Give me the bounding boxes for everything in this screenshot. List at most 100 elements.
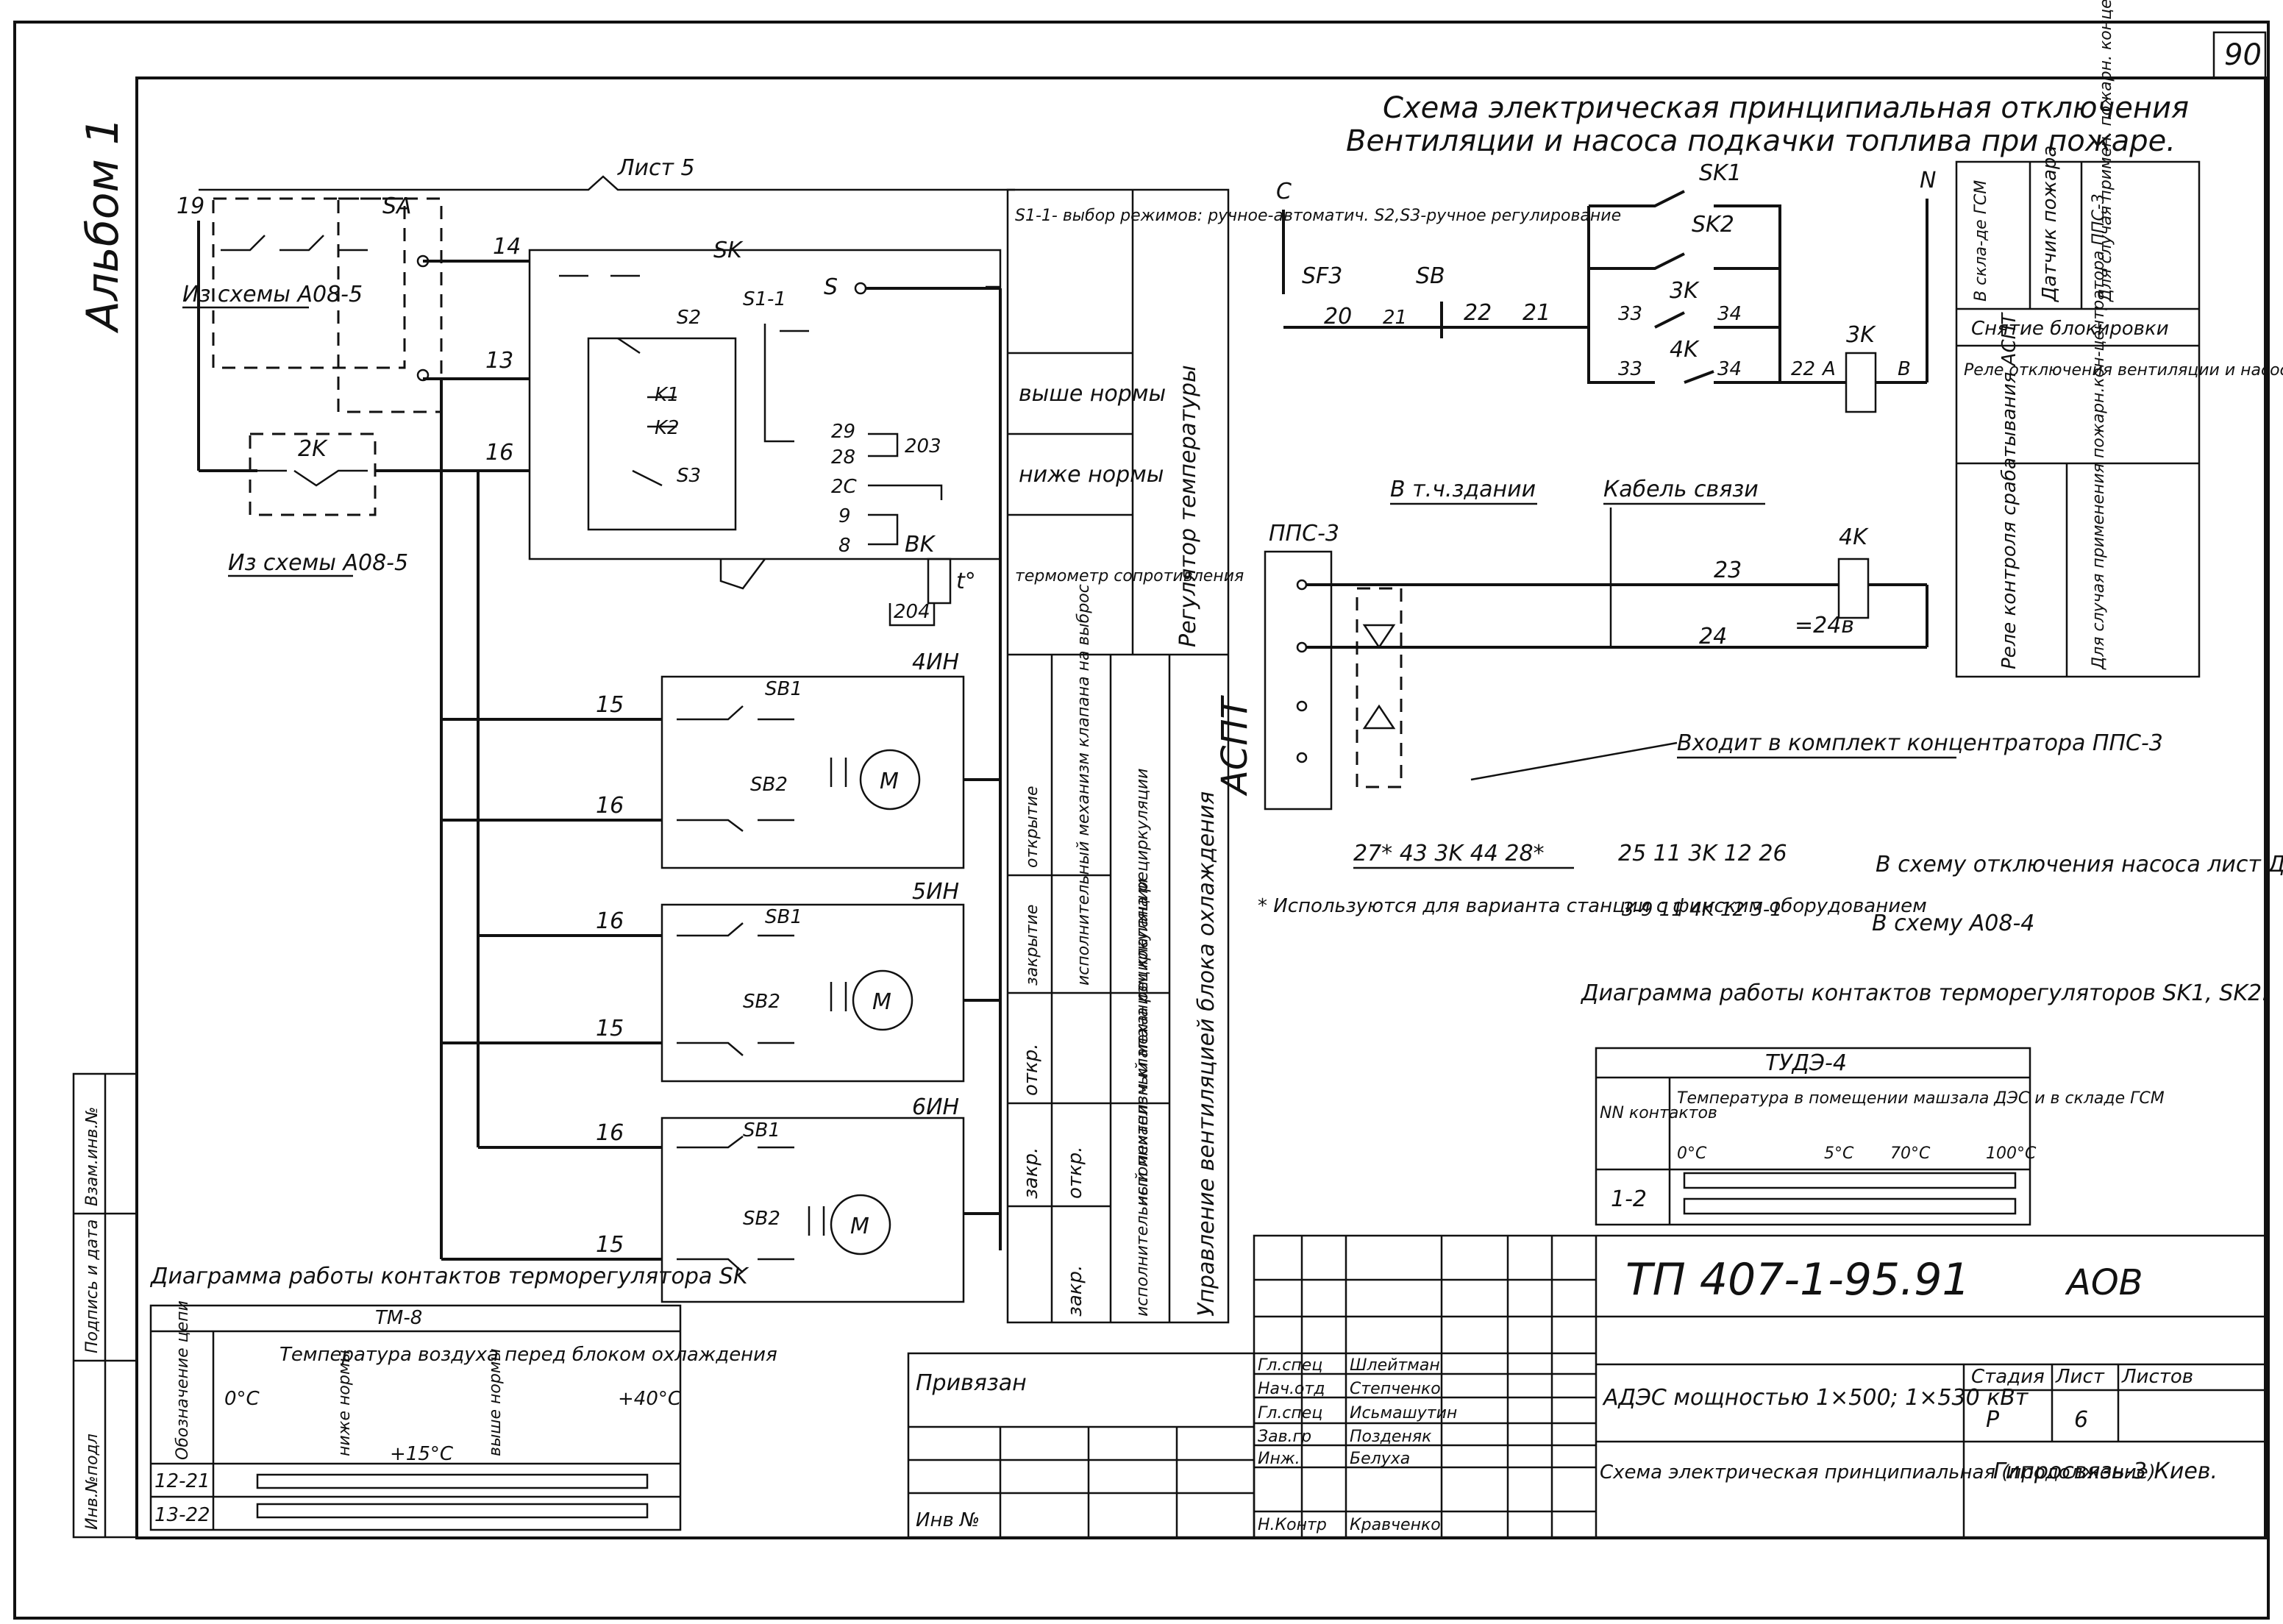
tude-title: Диаграмма работы контактов терморегулято… <box>1580 980 2269 1006</box>
sa-label: SA <box>382 193 412 219</box>
tude-tick-2: 70°С <box>1890 1144 1931 1163</box>
title-line2: Вентиляции и насоса подкачки топлива при… <box>1346 124 2176 158</box>
contact-s3: S3 <box>677 465 701 487</box>
tb-name-5: Кравченко <box>1350 1516 1441 1534</box>
note-line1: 27* 43 3K 44 28* <box>1353 841 1545 866</box>
tb-role-5: Н.Контр <box>1258 1516 1327 1534</box>
diagram-tude: Диаграмма работы контактов терморегулято… <box>1580 980 2269 1226</box>
from-scheme-1: Из схемы А08-5 <box>182 282 363 307</box>
wire-34-b: 34 <box>1717 358 1742 380</box>
wire-15-a: 15 <box>596 692 624 718</box>
tb-role-3: Зав.гр <box>1258 1428 1311 1446</box>
wire-s: S <box>824 274 838 300</box>
wire-16-a: 16 <box>596 793 624 819</box>
title-line1: Схема электрическая принципиальная отклю… <box>1383 91 2189 125</box>
label-voltage: =24в <box>1795 613 1854 638</box>
label-sk2: SK2 <box>1692 212 1734 238</box>
side-aspt: Реле контроля срабатывания АСПТ <box>1998 312 2020 669</box>
side-table: В скла-де ГСМ Датчик пожара Для случая п… <box>1955 0 2283 678</box>
legend-mech1: исполнительный механизм клапана на выбро… <box>1075 584 1093 986</box>
wire-b: B <box>1898 358 1911 380</box>
legend-close1: закрытие <box>1023 905 1041 986</box>
contact-t: t° <box>956 569 976 594</box>
left-schematic: Лист 5 19 SA Из схемы А08-5 14 13 2K 16 … <box>177 155 1015 1303</box>
side-col1: В скла-де ГСМ <box>1972 180 1990 302</box>
tm-tick-0: 0°С <box>224 1388 260 1410</box>
legend-below: ниже нормы <box>1019 462 1164 488</box>
wire-a: A <box>1821 358 1836 380</box>
wire-16-b: 16 <box>596 908 624 934</box>
sb2-label-2: SB2 <box>743 991 780 1013</box>
tb-sheets-h: Листов <box>2121 1366 2193 1388</box>
sk-label: SK <box>713 238 744 263</box>
tude-model: ТУДЭ-4 <box>1765 1050 1847 1076</box>
tb-role-2: Гл.спец <box>1258 1404 1322 1422</box>
legend-open3: откр. <box>1064 1146 1086 1199</box>
tb-inv: Инв № <box>916 1509 980 1531</box>
contact-k2: K2 <box>655 417 680 439</box>
stamp-inv: Инв.№подл <box>83 1434 101 1530</box>
legend-s1: S1-1- выбор режимов: ручное-автоматич. S… <box>1015 207 1621 225</box>
wire-203: 203 <box>905 435 941 457</box>
tb-privyazan: Привязан <box>916 1370 1027 1396</box>
tb-stage-h: Стадия <box>1971 1366 2045 1388</box>
wire-33-a: 33 <box>1618 303 1642 325</box>
wire-15-b: 15 <box>596 1016 624 1041</box>
wire-28: 28 <box>831 446 855 469</box>
contact-bk: BK <box>905 532 936 558</box>
legend-mech2: исполнительный механизм клапана рециркул… <box>1133 769 1152 1206</box>
label-4k-a: 4K <box>1670 337 1700 363</box>
note-text: * Используются для варианта станции с фи… <box>1258 895 1927 917</box>
wire-13: 13 <box>485 348 513 374</box>
sb2-label-1: SB2 <box>750 774 788 796</box>
tb-stage: Р <box>1986 1407 2000 1433</box>
wire-21-a: 21 <box>1383 307 1407 329</box>
motor-block-3: 6ИН SB1 SB2 M <box>660 1094 965 1303</box>
wire-22-a: 22 <box>1464 300 1492 326</box>
motor-label-1: 4ИН <box>912 649 959 675</box>
tb-sheet-h: Лист <box>2055 1366 2105 1388</box>
motor-m-2: M <box>872 989 891 1015</box>
side-col2: Датчик пожара <box>2039 146 2061 302</box>
stamp-sign: Подпись и дата <box>83 1219 101 1353</box>
legend-open2: откр. <box>1020 1043 1042 1096</box>
note-line3: 3-9 11 4K 12 3-1 <box>1622 899 1782 921</box>
tude-tick-0: 0°С <box>1677 1144 1707 1163</box>
tm-row-1: 12-21 <box>154 1470 210 1492</box>
tb-name-4: Белуха <box>1350 1450 1410 1468</box>
wire-19: 19 <box>177 193 204 219</box>
title-block: Привязан Инв № Гл.спец Нач.отд Гл.спец З… <box>907 1234 2267 1539</box>
label-pps: ППС-3 <box>1269 521 1339 546</box>
from-scheme-2: Из схемы А08-5 <box>228 550 408 576</box>
wire-8: 8 <box>838 535 851 557</box>
label-c: C <box>1276 179 1292 204</box>
tb-name-3: Позденяк <box>1350 1428 1432 1446</box>
tude-col-temp: Температура в помещении машзала ДЭС и в … <box>1677 1089 2165 1108</box>
legend-close3: закр. <box>1064 1265 1086 1317</box>
tb-name-2: Исьмашутин <box>1350 1404 1457 1422</box>
stamp-replace: Взам.инв.№ <box>83 1107 101 1206</box>
outer-frame <box>13 21 2270 1620</box>
tb-org: Гипросвязь-3 Киев. <box>1993 1459 2218 1484</box>
page-number-box <box>2212 31 2267 79</box>
legend-column: S1-1- выбор режимов: ручное-автоматич. S… <box>1006 188 1621 1324</box>
wire-24: 24 <box>1699 624 1727 649</box>
tb-name-1: Степченко <box>1350 1380 1441 1398</box>
label-sf3: SF3 <box>1302 263 1342 289</box>
label-3k-b: 3K <box>1846 322 1876 348</box>
motor-block-1: 4ИН SB1 SB2 M <box>660 649 965 869</box>
tude-tick-1: 5°С <box>1824 1144 1854 1163</box>
wire-20: 20 <box>1324 304 1352 330</box>
wire-15-c: 15 <box>596 1232 624 1258</box>
contact-2k: 2K <box>298 436 328 462</box>
legend-thermo: термометр сопротивления <box>1015 567 1244 585</box>
label-included-1: Входит в комплект концентратора ППС-3 <box>1677 730 2163 756</box>
wire-34-a: 34 <box>1717 303 1742 325</box>
tude-row: 1-2 <box>1611 1186 1647 1212</box>
legend-above: выше нормы <box>1019 381 1166 407</box>
wire-16-top: 16 <box>485 440 513 466</box>
diagram-tm: Диаграмма работы контактов терморегулято… <box>149 1264 777 1531</box>
side-col3: Для случая примен. пожарн. концентр. от … <box>2097 0 2115 302</box>
tb-code: АОВ <box>2065 1262 2143 1303</box>
motor-block-2: 5ИН SB1 SB2 M <box>660 879 965 1083</box>
